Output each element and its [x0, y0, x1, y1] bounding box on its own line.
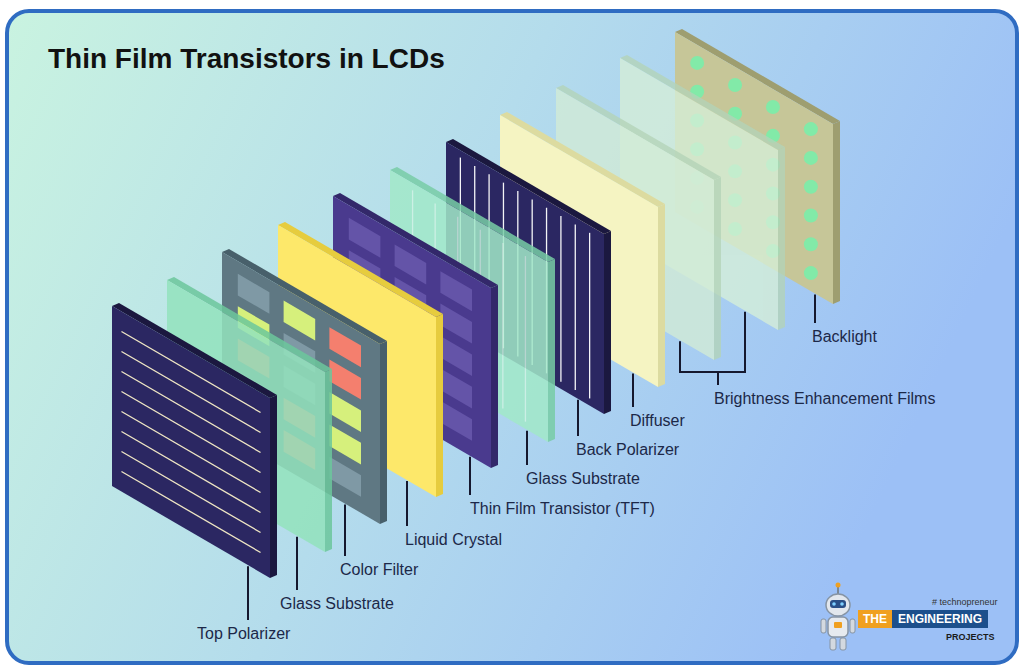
layer-label: Liquid Crystal: [405, 530, 502, 549]
pixel-cell: [395, 245, 427, 285]
layer-label: Brightness Enhancement Films: [714, 389, 935, 408]
bracket-line: [680, 312, 745, 385]
layer-label: Backlight: [812, 327, 877, 346]
pixel-cell: [329, 327, 361, 367]
polarizer-line: [121, 472, 260, 553]
layer-edge: [548, 259, 555, 442]
layer-label: Thin Film Transistor (TFT): [470, 499, 655, 518]
layer-edge: [380, 341, 387, 524]
leader-line: [526, 431, 528, 465]
pixel-cell: [238, 274, 270, 314]
layer-label: Color Filter: [340, 560, 418, 579]
pixel-cell: [329, 457, 361, 497]
layer-label: Glass Substrate: [526, 469, 640, 488]
layer-label: Back Polarizer: [576, 440, 679, 459]
led-dot: [804, 237, 818, 251]
polarizer-line: [121, 352, 260, 433]
led-dot: [804, 266, 818, 280]
pixel-cell: [329, 424, 361, 464]
layer-edge: [778, 147, 785, 330]
logo-subword: PROJECTS: [946, 632, 995, 643]
layer-edge: [325, 369, 332, 552]
pixel-cell: [329, 360, 361, 400]
layer-line: [525, 256, 526, 422]
logo-word: ENGINEERING: [892, 610, 988, 628]
layer-edge: [491, 285, 498, 468]
led-dot: [804, 180, 818, 194]
led-dot: [766, 100, 780, 114]
leader-line: [469, 457, 471, 495]
led-dot: [728, 78, 742, 92]
logo-word: THE: [858, 610, 892, 628]
led-dot: [690, 56, 704, 70]
pixel-cell: [440, 271, 472, 311]
leader-line: [344, 505, 346, 556]
layer-edge: [436, 314, 443, 497]
layer-label: Glass Substrate: [280, 594, 394, 613]
pixel-cell: [440, 304, 472, 344]
polarizer-line: [121, 332, 260, 413]
frame: [7, 11, 1017, 663]
layer-line: [575, 224, 576, 390]
layer-stack: [112, 29, 840, 578]
layer-edge: [714, 177, 721, 360]
led-dot: [804, 209, 818, 223]
polarizer-line: [121, 392, 260, 473]
layer-edge: [270, 395, 277, 578]
polarizer-line: [121, 432, 260, 513]
top-polarizer-layer: [112, 303, 277, 578]
title: Thin Film Transistors in LCDs: [48, 42, 445, 76]
polarizer-line: [121, 412, 260, 493]
leader-line: [406, 481, 408, 526]
layer-line: [589, 233, 590, 399]
layer-line: [502, 243, 503, 409]
polarizer-line: [121, 452, 260, 533]
leader-line: [577, 400, 579, 436]
layer-line: [560, 216, 561, 382]
pixel-cell: [440, 368, 472, 408]
leader-line: [632, 373, 634, 407]
layer-face: [112, 306, 270, 578]
led-dot: [804, 122, 818, 136]
leader-line: [247, 566, 249, 620]
pixel-cell: [440, 336, 472, 376]
layer-edge: [658, 204, 665, 387]
pixel-cell: [440, 401, 472, 441]
pixel-cell: [329, 392, 361, 432]
leader-lines: [248, 295, 815, 620]
layer-edge: [833, 121, 840, 304]
layer-label: Top Polarizer: [197, 624, 290, 643]
layer-edge: [604, 231, 611, 414]
logo-robot: [821, 583, 855, 651]
leader-line: [296, 537, 298, 590]
leader-line: [814, 295, 816, 323]
layer-label: Diffuser: [630, 411, 685, 430]
polarizer-line: [121, 372, 260, 453]
logo-tagline: # technopreneur: [932, 597, 998, 608]
pixel-cell: [349, 218, 381, 258]
pixel-cell: [284, 301, 316, 341]
led-dot: [804, 151, 818, 165]
